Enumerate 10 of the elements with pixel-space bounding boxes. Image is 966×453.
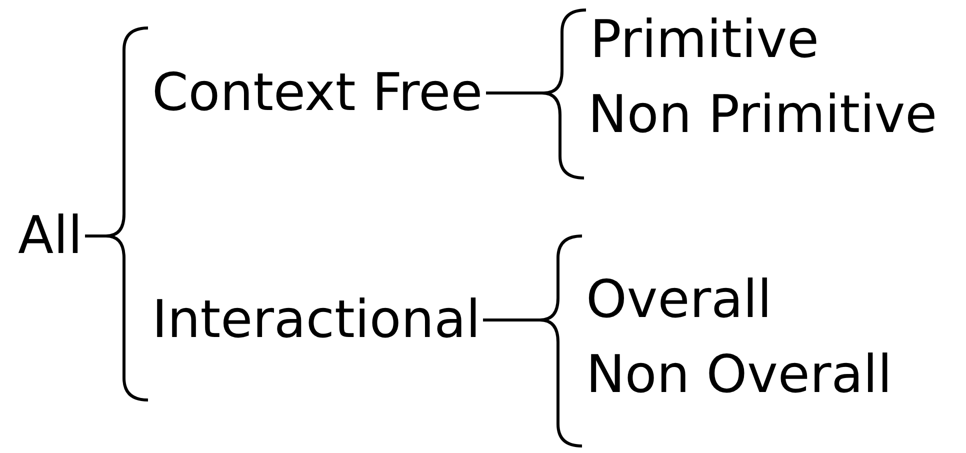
category-label: Non Overall [586,345,892,405]
category-label: Context Free [152,63,483,123]
category-label: Primitive [590,10,819,70]
category-label: All [18,206,82,266]
brace-connector [85,234,148,402]
category-label: Interactional [152,290,480,350]
category-label: Overall [586,270,772,330]
category-label: Non Primitive [588,85,938,145]
brace-connector [483,318,582,448]
brace-connector [486,92,584,180]
